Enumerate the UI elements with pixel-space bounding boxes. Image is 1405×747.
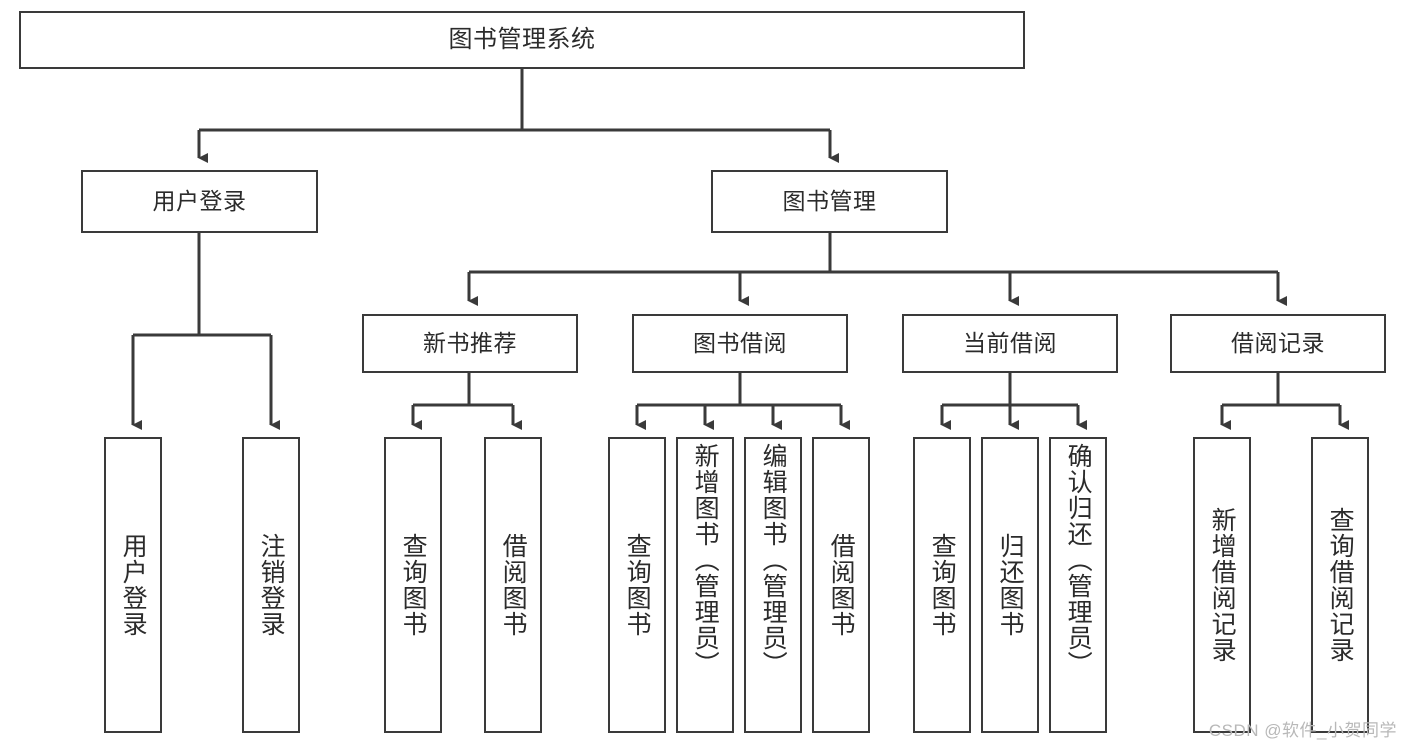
node-label: 当前借阅 xyxy=(963,330,1057,357)
node-root-system[interactable]: 图书管理系统 xyxy=(19,11,1025,69)
node-label: 查询图书 xyxy=(928,533,957,637)
node-label: 新增借阅记录 xyxy=(1208,507,1237,663)
leaf-add-book-admin[interactable]: 新增图书（管理员） xyxy=(676,437,734,733)
node-user-login[interactable]: 用户登录 xyxy=(81,170,318,233)
node-book-management[interactable]: 图书管理 xyxy=(711,170,948,233)
leaf-query-book-recommend[interactable]: 查询图书 xyxy=(384,437,442,733)
node-label: 图书借阅 xyxy=(693,330,787,357)
node-label: 确认归还（管理员） xyxy=(1064,443,1093,677)
node-book-borrow[interactable]: 图书借阅 xyxy=(632,314,848,373)
leaf-edit-book-admin[interactable]: 编辑图书（管理员） xyxy=(744,437,802,733)
node-label: 图书管理 xyxy=(782,188,877,215)
node-current-borrow[interactable]: 当前借阅 xyxy=(902,314,1118,373)
node-label: 借阅图书 xyxy=(827,533,856,637)
leaf-logout-login[interactable]: 注销登录 xyxy=(242,437,300,733)
node-label: 归还图书 xyxy=(996,533,1025,637)
node-label: 借阅记录 xyxy=(1231,330,1325,357)
csdn-watermark: CSDN @软件_小贺同学 xyxy=(1208,721,1397,740)
node-label: 注销登录 xyxy=(257,533,286,637)
leaf-add-borrow-record[interactable]: 新增借阅记录 xyxy=(1193,437,1251,733)
leaf-query-borrow-record[interactable]: 查询借阅记录 xyxy=(1311,437,1369,733)
leaf-borrow-book-borrow[interactable]: 借阅图书 xyxy=(812,437,870,733)
node-label: 查询借阅记录 xyxy=(1326,507,1355,663)
node-label: 查询图书 xyxy=(399,533,428,637)
node-label: 新书推荐 xyxy=(423,330,517,357)
node-label: 用户登录 xyxy=(119,533,148,637)
leaf-borrow-book-recommend[interactable]: 借阅图书 xyxy=(484,437,542,733)
node-new-book-recommend[interactable]: 新书推荐 xyxy=(362,314,578,373)
leaf-confirm-return-admin[interactable]: 确认归还（管理员） xyxy=(1049,437,1107,733)
leaf-return-book[interactable]: 归还图书 xyxy=(981,437,1039,733)
node-borrow-record[interactable]: 借阅记录 xyxy=(1170,314,1386,373)
leaf-query-book-borrow[interactable]: 查询图书 xyxy=(608,437,666,733)
node-label: 查询图书 xyxy=(623,533,652,637)
node-label: 编辑图书（管理员） xyxy=(759,443,788,677)
leaf-user-login[interactable]: 用户登录 xyxy=(104,437,162,733)
leaf-query-book-current[interactable]: 查询图书 xyxy=(913,437,971,733)
node-label: 用户登录 xyxy=(152,188,247,215)
node-label: 借阅图书 xyxy=(499,533,528,637)
node-label: 图书管理系统 xyxy=(448,26,596,54)
node-label: 新增图书（管理员） xyxy=(691,443,720,677)
